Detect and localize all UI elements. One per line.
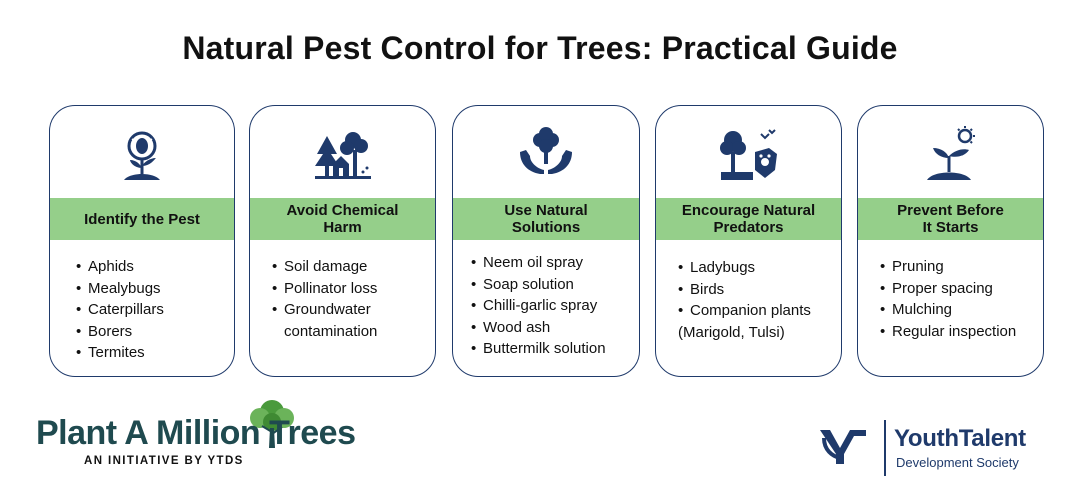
list-item: Companion plants [678,300,811,322]
list-item: Neem oil spray [471,252,606,274]
youth-talent-mark-icon [820,430,866,464]
list-item: Aphids [76,256,164,278]
list-item: Ladybugs [678,257,811,279]
list-item: Caterpillars [76,299,164,321]
list-item-continuation: (Marigold, Tulsi) [678,323,785,341]
pam-logo-text: Plant A Million Trees [36,414,356,452]
item-list: Aphids Mealybugs Caterpillars Borers Ter… [76,256,164,364]
youth-talent-logo: YouthTalent Development Society [818,420,1048,480]
list-item: Termites [76,342,164,364]
list-item: Buttermilk solution [471,338,606,360]
item-list: Soil damage Pollinator loss Groundwater … [272,256,377,342]
list-item: Wood ash [471,317,606,339]
list-item: Groundwater [272,299,377,321]
list-item-continuation: contamination [284,322,378,340]
list-item: Pruning [880,256,1016,278]
sprout-sun-icon [858,116,1043,196]
item-list: Neem oil spray Soap solution Chilli-garl… [471,252,606,360]
list-item: Soap solution [471,274,606,296]
tree-logo-icon [250,400,294,448]
card-identify-pest: Identify the Pest Aphids Mealybugs Cater… [49,105,235,377]
page-title: Natural Pest Control for Trees: Practica… [182,30,898,66]
yt-logo-subtitle: Development Society [896,455,1019,470]
list-item: Proper spacing [880,278,1016,300]
list-item: Soil damage [272,256,377,278]
list-item: Borers [76,321,164,343]
card-heading: Identify the Pest [50,198,234,240]
hands-holding-tree-icon [453,116,639,196]
logo-divider [884,420,886,476]
tree-birds-shield-icon [656,116,841,196]
list-item: Mulching [880,299,1016,321]
pam-logo-subtitle: AN INITIATIVE BY YTDS [84,455,244,467]
list-item: Birds [678,279,811,301]
item-list: Ladybugs Birds Companion plants (Marigol… [678,257,811,343]
trees-house-icon [250,116,435,196]
plant-a-million-trees-logo: Plant A Million Trees AN INITIATIVE BY Y… [36,398,356,473]
list-item: Regular inspection [880,321,1016,343]
list-item: Chilli-garlic spray [471,295,606,317]
list-item: Pollinator loss [272,278,377,300]
item-list: Pruning Proper spacing Mulching Regular … [880,256,1016,342]
bug-magnifier-plant-icon [50,116,234,196]
yt-logo-name: YouthTalent [894,425,1026,452]
list-item: Mealybugs [76,278,164,300]
